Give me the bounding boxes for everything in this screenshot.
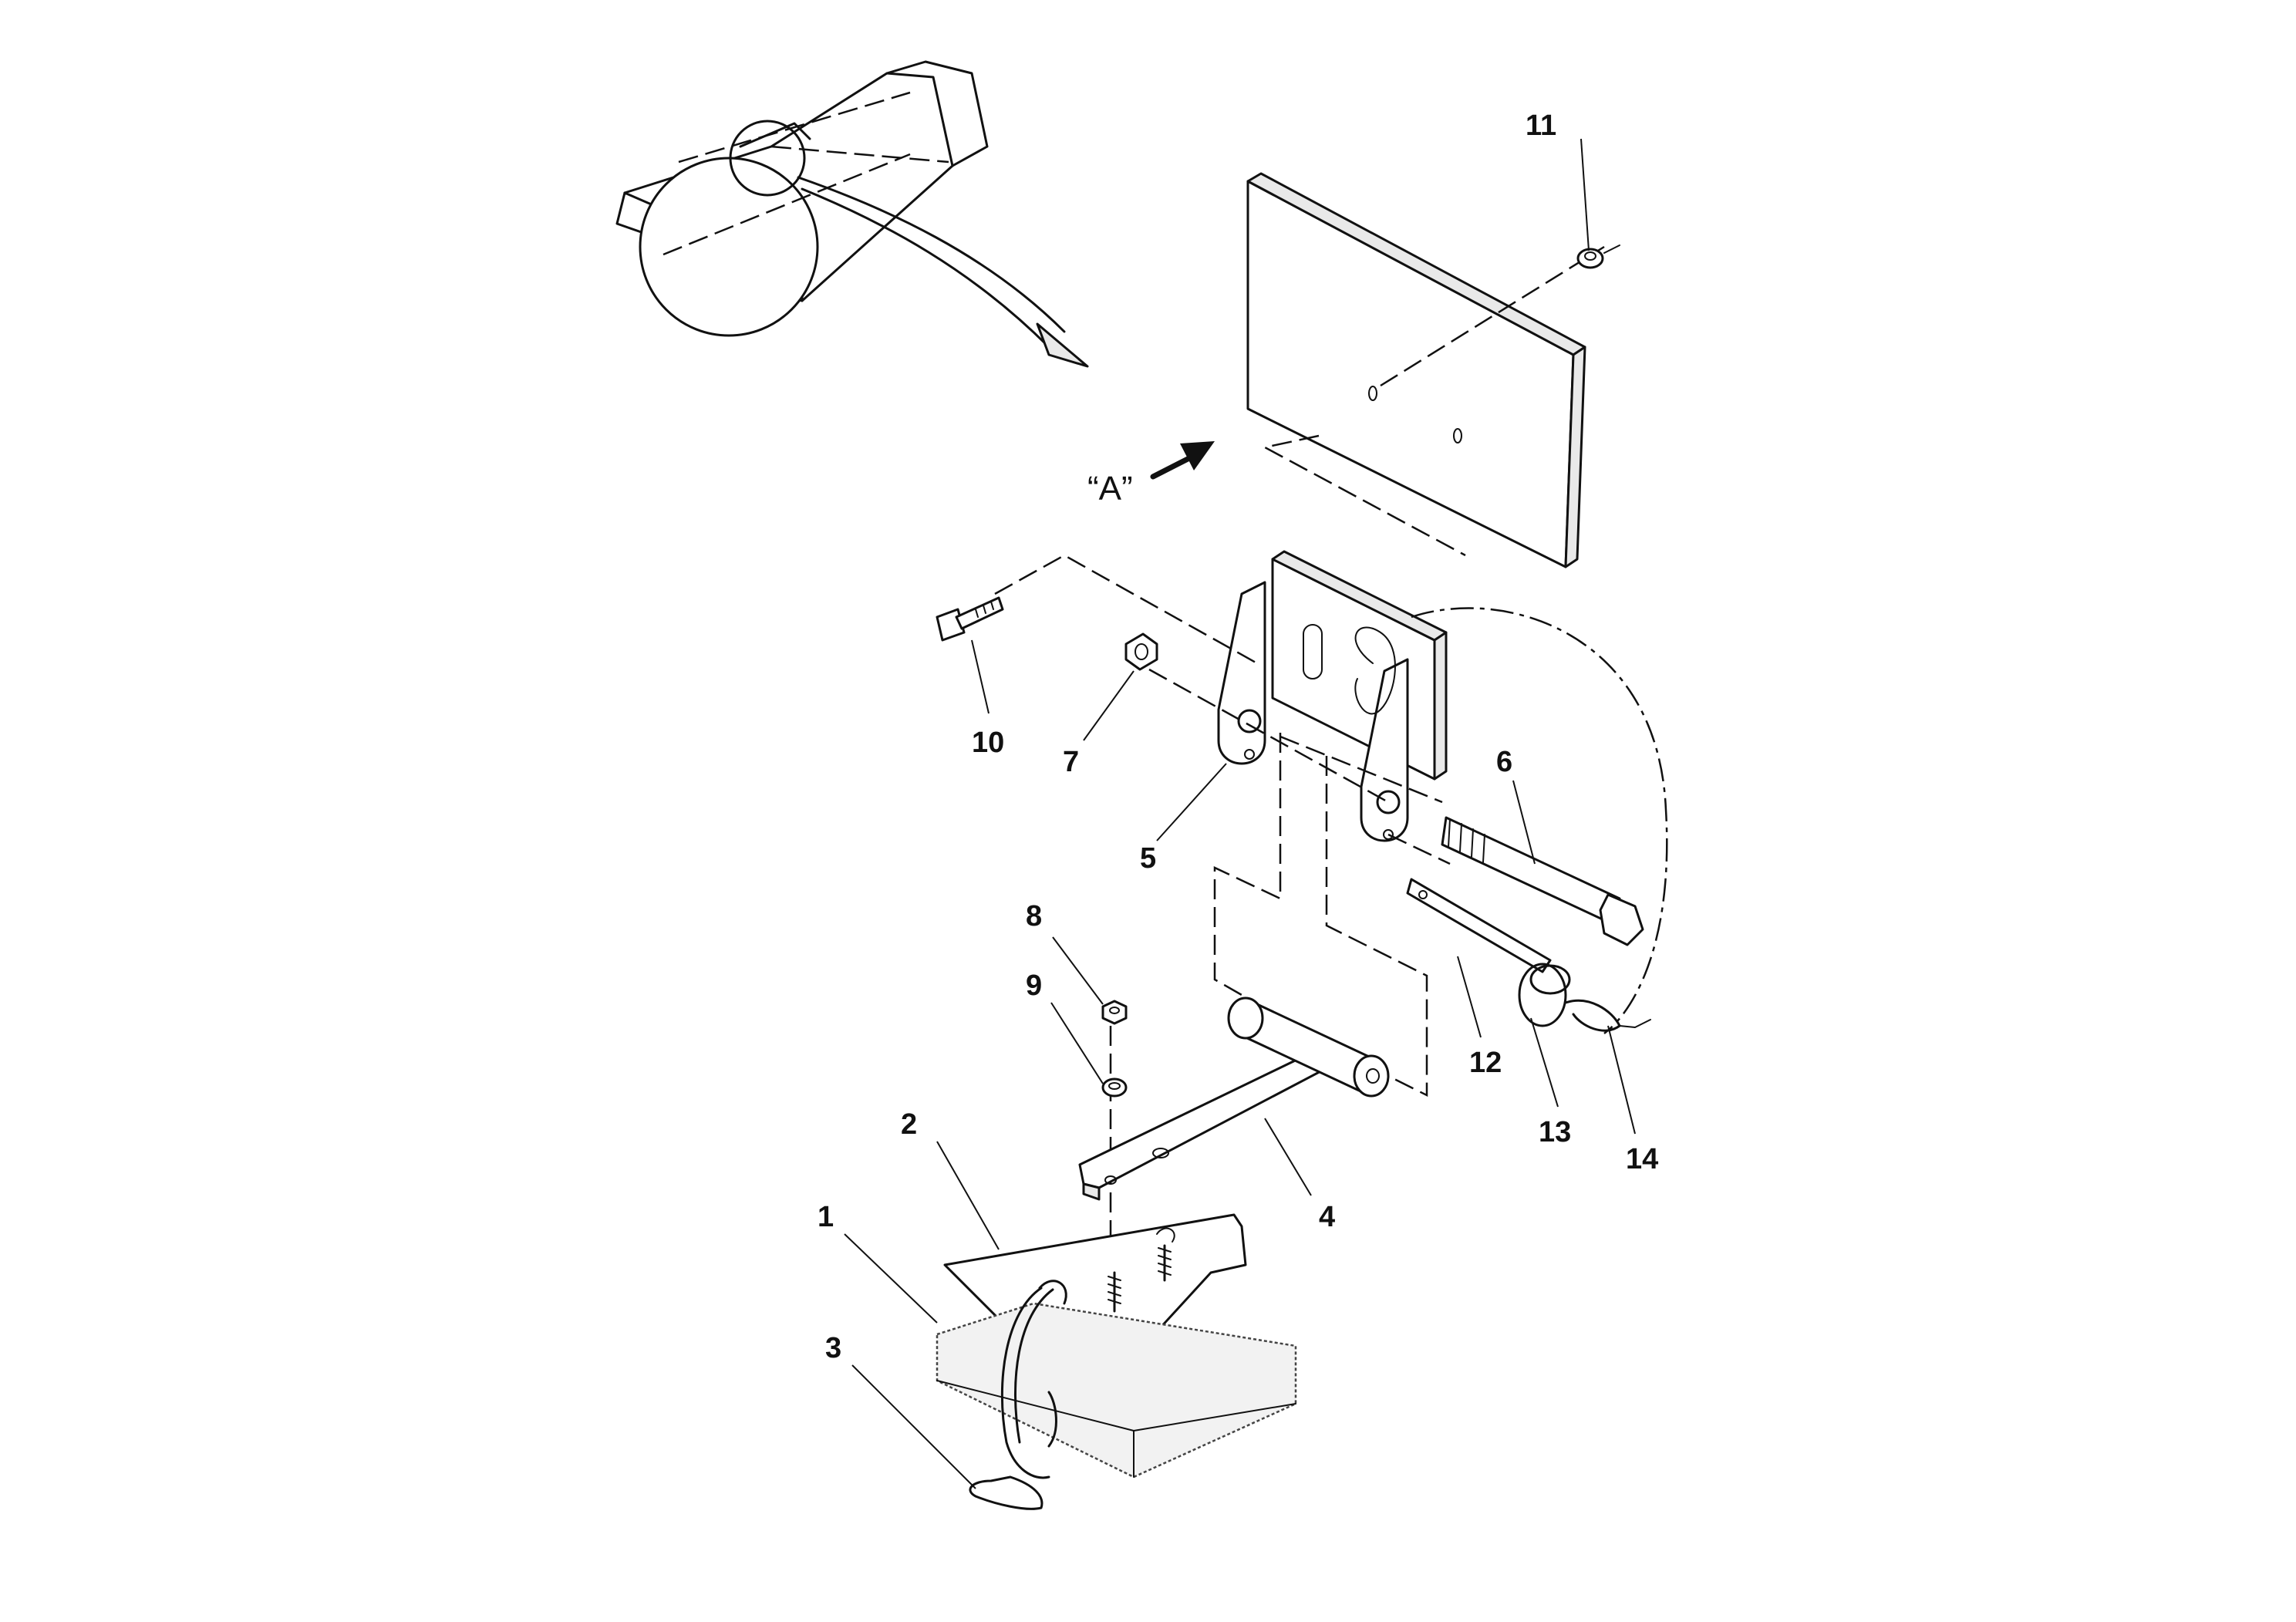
pin-12	[1406, 878, 1552, 973]
callout-10: 10	[972, 727, 1004, 759]
view-a-label: “A”	[1087, 470, 1133, 508]
callout-14: 14	[1626, 1143, 1658, 1175]
bolt-10	[936, 596, 1004, 642]
callout-7: 7	[1063, 746, 1079, 778]
nut-11	[1576, 244, 1620, 269]
callout-4: 4	[1319, 1201, 1335, 1233]
callout-labels: 1 2 3 4 5 6 7 8 9 10 11 12 13 14	[818, 110, 1658, 1364]
mounting-plate	[1246, 172, 1605, 568]
nut-7	[1124, 632, 1158, 671]
hinge-bracket	[1217, 550, 1448, 842]
strap-3	[969, 1280, 1067, 1510]
arm-4	[1078, 996, 1390, 1201]
bolt-6	[1441, 816, 1644, 946]
callout-1: 1	[818, 1201, 834, 1233]
nut-8	[1101, 1000, 1128, 1025]
callout-11: 11	[1526, 110, 1556, 142]
callout-6: 6	[1496, 746, 1512, 778]
view-a-indicator: “A”	[1087, 441, 1215, 508]
callout-12: 12	[1469, 1047, 1502, 1079]
ring-13	[1518, 963, 1571, 1027]
alignment-lines	[994, 554, 1668, 1357]
view-arrow-icon	[1180, 441, 1215, 470]
washer-9	[1101, 1077, 1128, 1098]
callout-9: 9	[1026, 969, 1042, 1002]
lanyard-14	[1564, 999, 1651, 1032]
leader-lines	[844, 138, 1636, 1489]
callout-8: 8	[1026, 900, 1042, 932]
callout-5: 5	[1140, 842, 1156, 875]
callout-3: 3	[825, 1332, 841, 1364]
callout-13: 13	[1539, 1116, 1571, 1148]
machine-overview	[615, 60, 1089, 368]
block-1	[936, 1302, 1297, 1479]
callout-2: 2	[901, 1108, 917, 1141]
